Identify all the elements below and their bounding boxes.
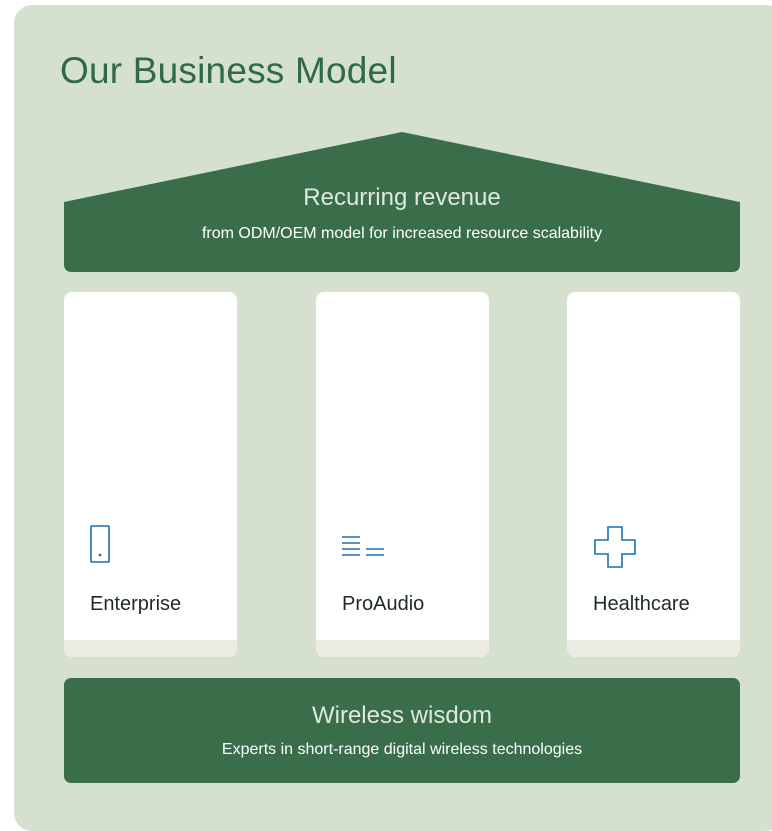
pillar-label: ProAudio	[342, 593, 425, 615]
pillar-base	[567, 640, 740, 657]
foundation-subtitle: Experts in short-range digital wireless …	[221, 741, 583, 758]
pillar-proaudio: ProAudio	[316, 292, 489, 657]
page-title: Our Business Model	[60, 50, 397, 91]
pillar-base	[316, 640, 489, 657]
roof-subtitle: from ODM/OEM model for increased resourc…	[201, 225, 603, 242]
foundation-title: Wireless wisdom	[311, 702, 493, 729]
pillar-base	[64, 640, 237, 657]
foundation-block: Wireless wisdom Experts in short-range d…	[64, 678, 740, 783]
pillar-label: Healthcare	[593, 593, 690, 615]
pillar-healthcare: Healthcare	[567, 292, 740, 657]
roof-title: Recurring revenue	[303, 184, 501, 211]
medical-cross-icon	[593, 525, 637, 574]
roof-shape	[64, 132, 740, 272]
pillar-enterprise: Enterprise	[64, 292, 237, 657]
mobile-device-icon	[90, 525, 110, 568]
audio-lines-icon	[342, 525, 386, 568]
pillar-label: Enterprise	[90, 593, 182, 615]
